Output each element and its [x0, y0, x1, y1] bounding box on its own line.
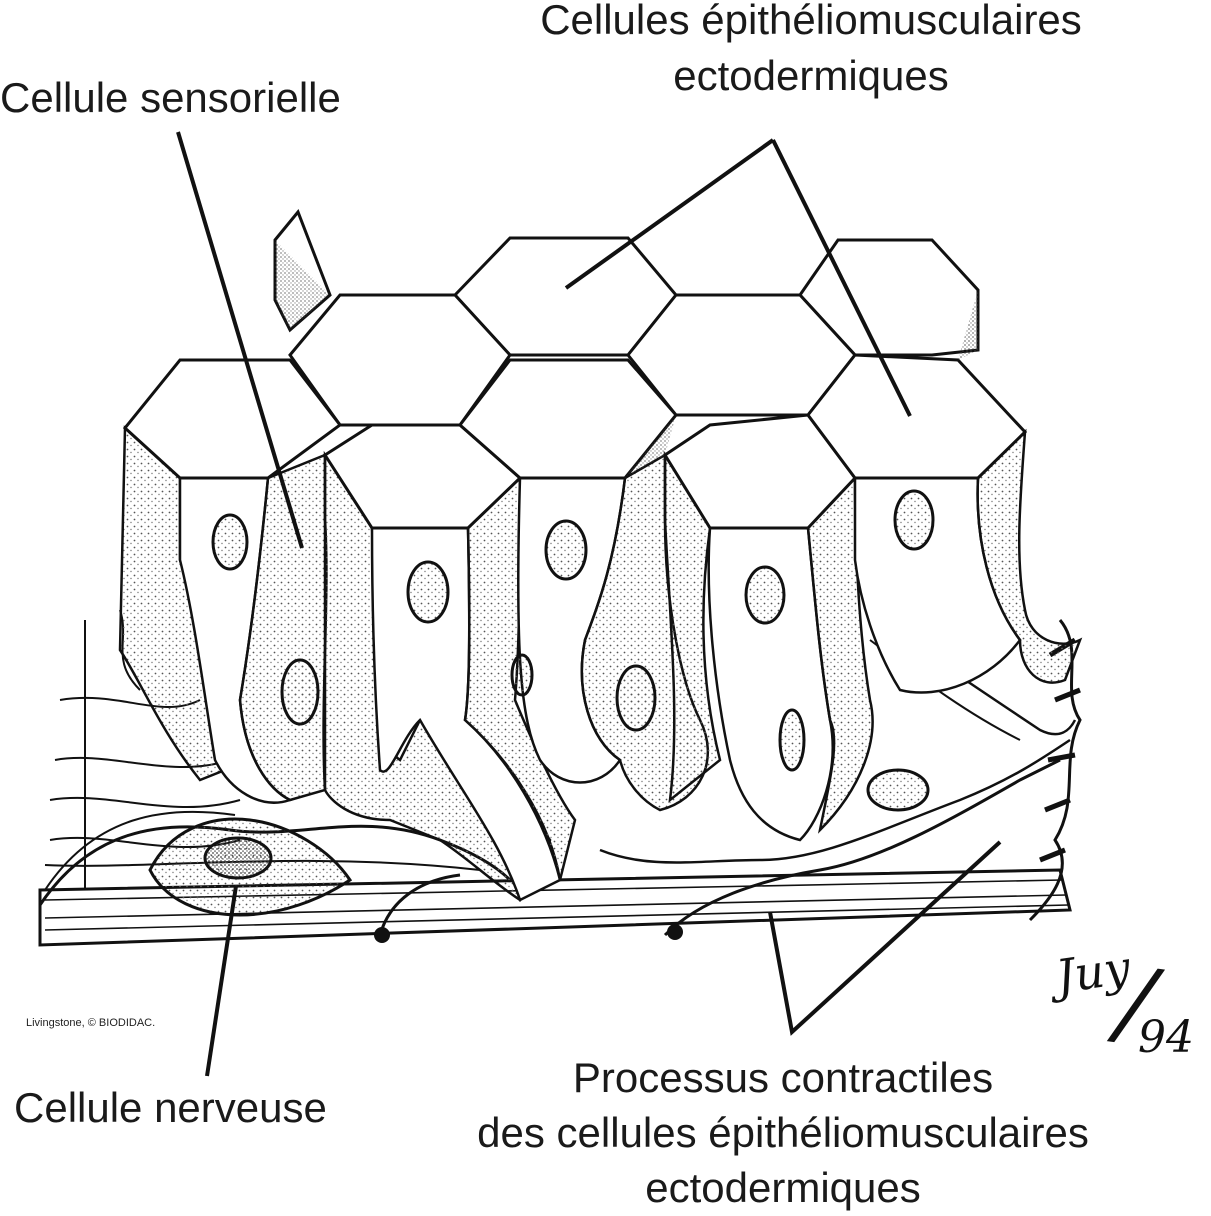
credit-text: Livingstone, © BIODIDAC.	[26, 1017, 156, 1029]
label-sensory-cell: Cellule sensorielle	[0, 74, 341, 121]
label-contractile-line3: ectodermiques	[645, 1164, 921, 1211]
label-nerve-cell: Cellule nerveuse	[14, 1084, 327, 1131]
leader-lines	[176, 131, 1002, 1077]
signature-year: 94	[1138, 1012, 1194, 1063]
label-contractile-line2: des cellules épithéliomusculaires	[477, 1109, 1089, 1156]
label-epithelial-line2: ectodermiques	[673, 52, 949, 99]
label-epithelial-line1: Cellules épithéliomusculaires	[540, 0, 1082, 43]
label-contractile-line1: Processus contractiles	[572, 1054, 994, 1101]
nuclei	[211, 489, 935, 812]
epithelial-columns	[118, 425, 1083, 902]
hexagon-surface	[122, 209, 1028, 530]
nerve-cell	[148, 817, 353, 917]
hexagon-side-shading	[275, 240, 978, 478]
